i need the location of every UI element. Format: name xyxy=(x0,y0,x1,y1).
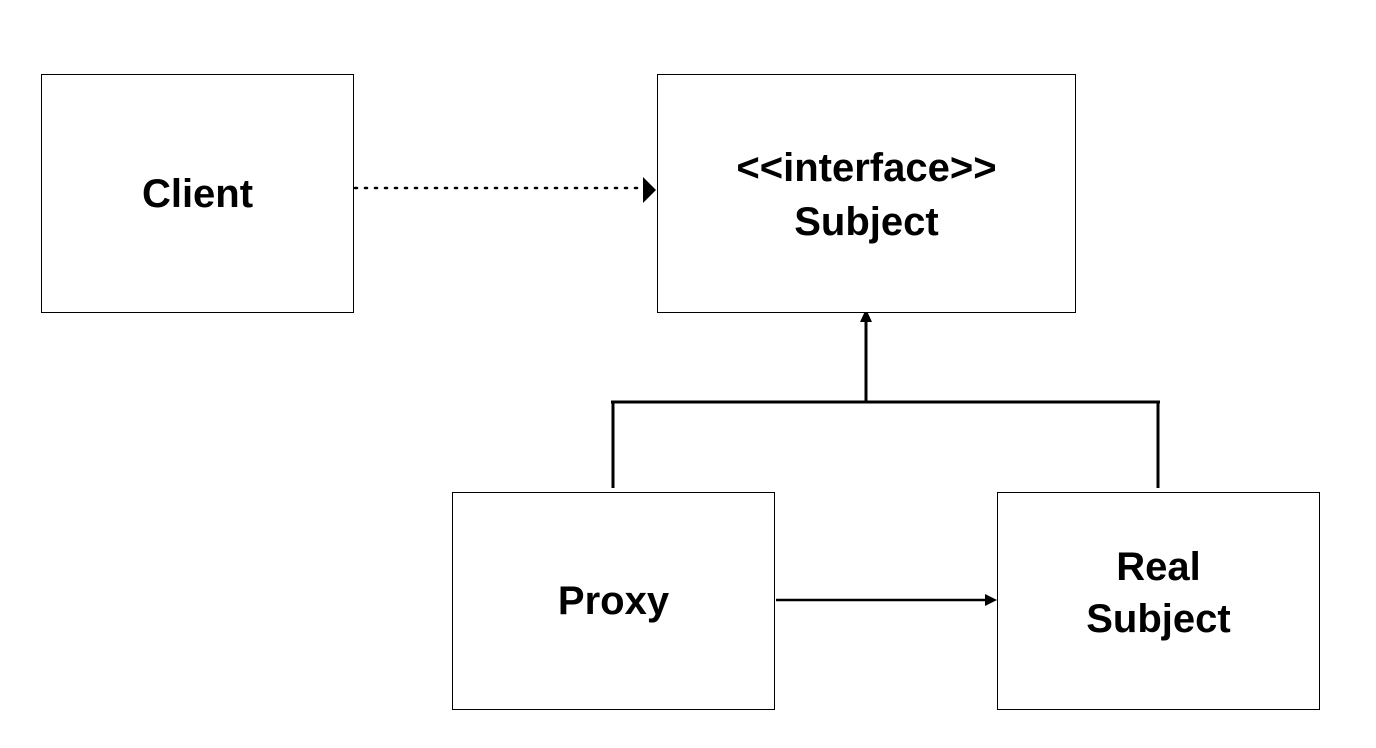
client-label: Client xyxy=(141,171,254,216)
proxy-label: Proxy xyxy=(557,579,670,623)
subject-interface-box: <<interface>> Subject xyxy=(657,74,1076,313)
real-subject-class-box: Real Subject xyxy=(997,492,1320,710)
proxy-class-box: Proxy xyxy=(452,492,775,710)
real-subject-label-line2: Subject xyxy=(1086,597,1231,641)
subject-stereotype: <<interface>> xyxy=(736,145,997,190)
client-class-box: Client xyxy=(41,74,354,313)
subject-label: Subject xyxy=(794,199,939,244)
proxy-to-real-subject-arrowhead xyxy=(985,594,997,606)
real-subject-label-line1: Real xyxy=(1116,545,1201,589)
client-to-subject-arrowhead xyxy=(643,177,656,203)
